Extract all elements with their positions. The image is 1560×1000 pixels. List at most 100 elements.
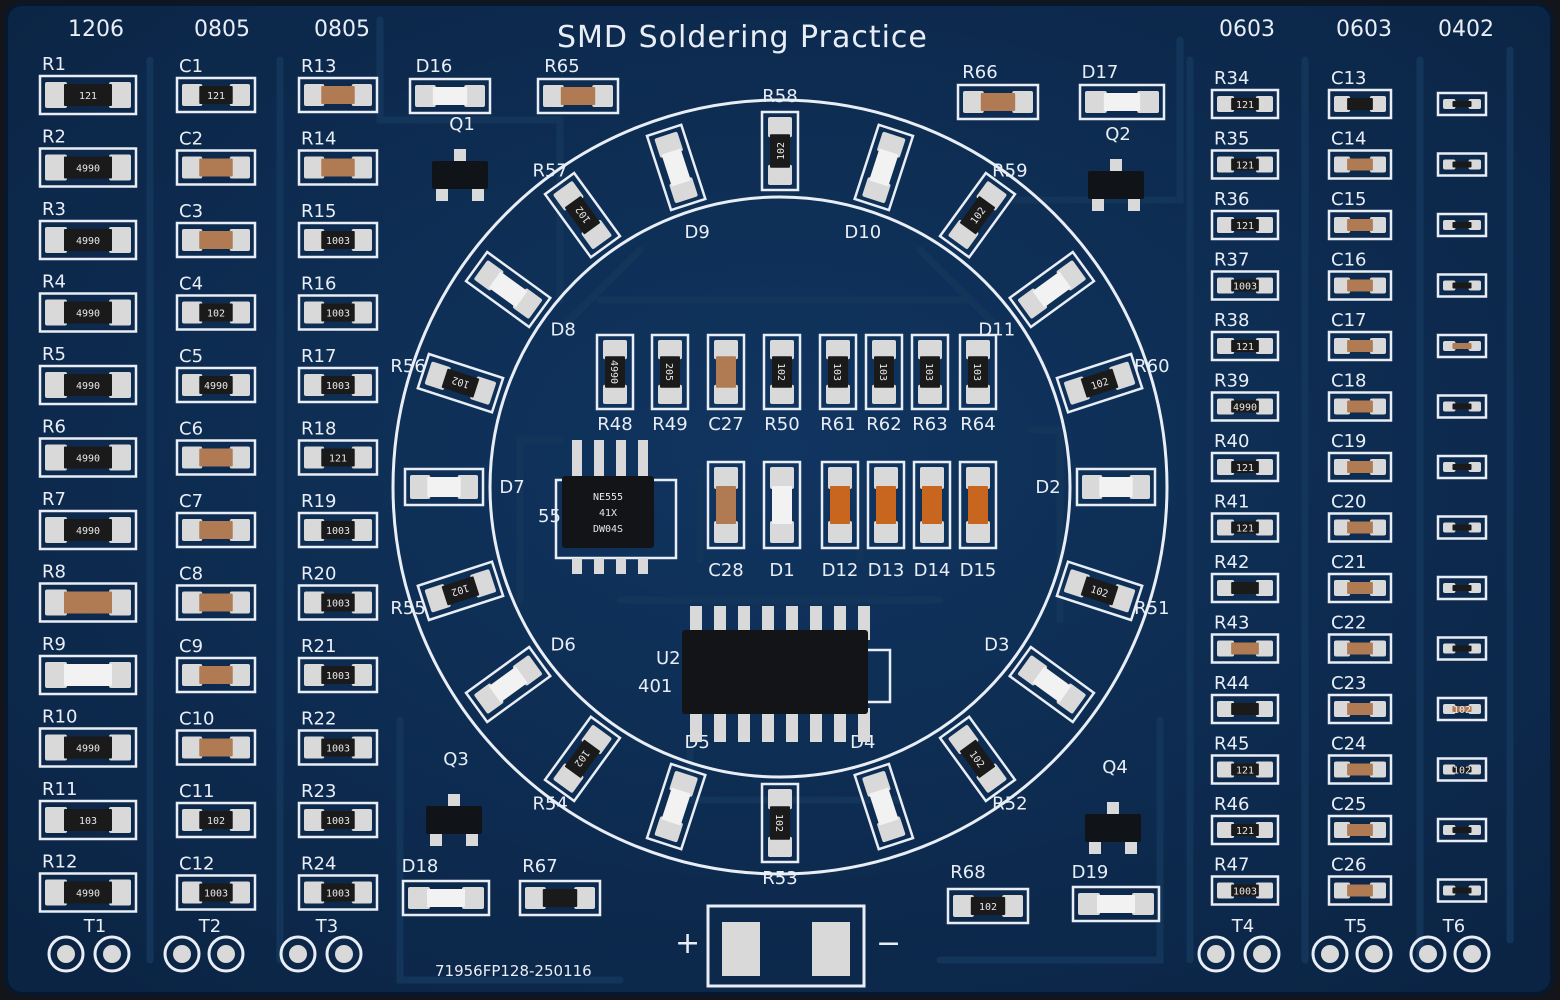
part-outline xyxy=(175,439,257,476)
polarity-plus: + xyxy=(675,926,700,961)
solder-pad xyxy=(1217,761,1235,778)
part-marking: 4990 xyxy=(76,309,100,320)
part-marking: 102 xyxy=(450,581,471,597)
solder-pad xyxy=(304,736,325,759)
part-outline xyxy=(1210,149,1280,180)
solder-pad xyxy=(872,340,896,360)
part-outline xyxy=(38,292,138,333)
res-body xyxy=(321,231,355,249)
part-ref-label: C1 xyxy=(179,56,203,77)
part-outline xyxy=(650,333,690,411)
part-ref-label: R66 xyxy=(962,62,997,83)
ring-smd-part: 102 xyxy=(938,714,1017,803)
ring-part-ref-label: R54 xyxy=(532,793,567,814)
part-ref-label: C18 xyxy=(1331,371,1366,392)
solder-pad xyxy=(1255,338,1273,354)
solder-pad xyxy=(1255,277,1273,294)
solder-pad xyxy=(1443,643,1456,654)
part-outline xyxy=(1327,572,1393,604)
ring-part-ref-label: D3 xyxy=(984,635,1009,656)
solder-pad xyxy=(474,683,504,714)
part-outline xyxy=(1055,352,1144,414)
solder-pad xyxy=(1443,522,1456,533)
solder-pad xyxy=(229,374,250,396)
part-ref-label: R35 xyxy=(1214,129,1249,150)
part-outline xyxy=(760,782,800,864)
part-outline xyxy=(38,437,138,478)
transistor-body xyxy=(1085,814,1141,842)
part-outline xyxy=(1436,757,1488,782)
solder-pad xyxy=(553,181,584,211)
solder-pad xyxy=(182,229,203,251)
led-body xyxy=(427,477,461,497)
res-body xyxy=(1452,645,1472,652)
solder-pad xyxy=(109,444,131,471)
diode-body xyxy=(830,486,850,524)
part-outline xyxy=(864,333,904,411)
part-ref-label: R41 xyxy=(1214,492,1249,513)
test-point-pad xyxy=(173,945,191,963)
part-outline xyxy=(1007,250,1096,329)
smd-part xyxy=(1071,885,1161,923)
smd-part: 1003 xyxy=(297,729,379,766)
transistor-ref-label: Q1 xyxy=(449,114,475,135)
solder-pad xyxy=(229,664,250,686)
res-body xyxy=(1231,763,1259,776)
ring-smd-part xyxy=(1075,467,1157,507)
solder-pad xyxy=(1369,640,1386,657)
solder-pad xyxy=(109,807,131,833)
sot23-transistor xyxy=(432,149,488,201)
smd-part xyxy=(1436,394,1488,419)
ring-part-ref-label: R57 xyxy=(532,161,567,182)
cap-body xyxy=(1347,400,1373,413)
part-marking: 121 xyxy=(1236,100,1254,111)
part-outline xyxy=(175,656,257,694)
solder-pad xyxy=(948,725,979,754)
part-outline xyxy=(595,333,635,411)
solder-pad xyxy=(182,84,203,106)
ring-smd-part: 102 xyxy=(416,352,505,414)
res-body xyxy=(542,889,578,907)
part-marking: 102 xyxy=(775,363,786,381)
solder-pad xyxy=(304,229,325,251)
ring-smd-part xyxy=(645,762,707,851)
solder-pad xyxy=(1468,401,1481,412)
solder-pad xyxy=(1334,822,1351,838)
test-point-ring xyxy=(1197,935,1235,973)
led-body xyxy=(661,148,691,187)
solder-pad xyxy=(1255,640,1273,657)
part-outline xyxy=(820,460,860,550)
smd-part: 4990 xyxy=(38,219,138,261)
solder-pad xyxy=(581,725,612,754)
res-body xyxy=(321,376,355,394)
solder-pad xyxy=(1468,704,1481,714)
part-outline xyxy=(1210,693,1280,725)
solder-pad xyxy=(543,85,564,107)
center-smd-part: 103 xyxy=(958,333,998,411)
part-outline xyxy=(1436,817,1488,843)
cap-body xyxy=(1452,343,1472,349)
test-point-pad xyxy=(1365,945,1383,963)
res-body xyxy=(1231,824,1259,836)
solder-pad xyxy=(948,220,979,249)
smd-part: 4990 xyxy=(38,509,138,551)
part-outline xyxy=(762,333,802,411)
part-marking: 4990 xyxy=(204,381,228,392)
smd-part xyxy=(1327,875,1393,906)
transistor-body xyxy=(426,806,482,834)
polarity-minus: − xyxy=(876,926,901,961)
cap-body xyxy=(1347,884,1373,897)
solder-pad xyxy=(182,881,203,904)
test-point-pad xyxy=(103,945,121,963)
center-part-ref-label: R63 xyxy=(912,414,947,435)
part-outline xyxy=(38,872,138,913)
test-point-label: T2 xyxy=(198,916,221,937)
smd-part: 1003 xyxy=(175,874,257,911)
transistor-pin xyxy=(466,834,478,846)
ring-part-ref-label: R59 xyxy=(992,161,1027,182)
smd-part xyxy=(175,584,257,621)
part-marking: 121 xyxy=(1236,161,1254,172)
part-ref-label: R3 xyxy=(42,199,66,220)
smd-part xyxy=(175,439,257,476)
